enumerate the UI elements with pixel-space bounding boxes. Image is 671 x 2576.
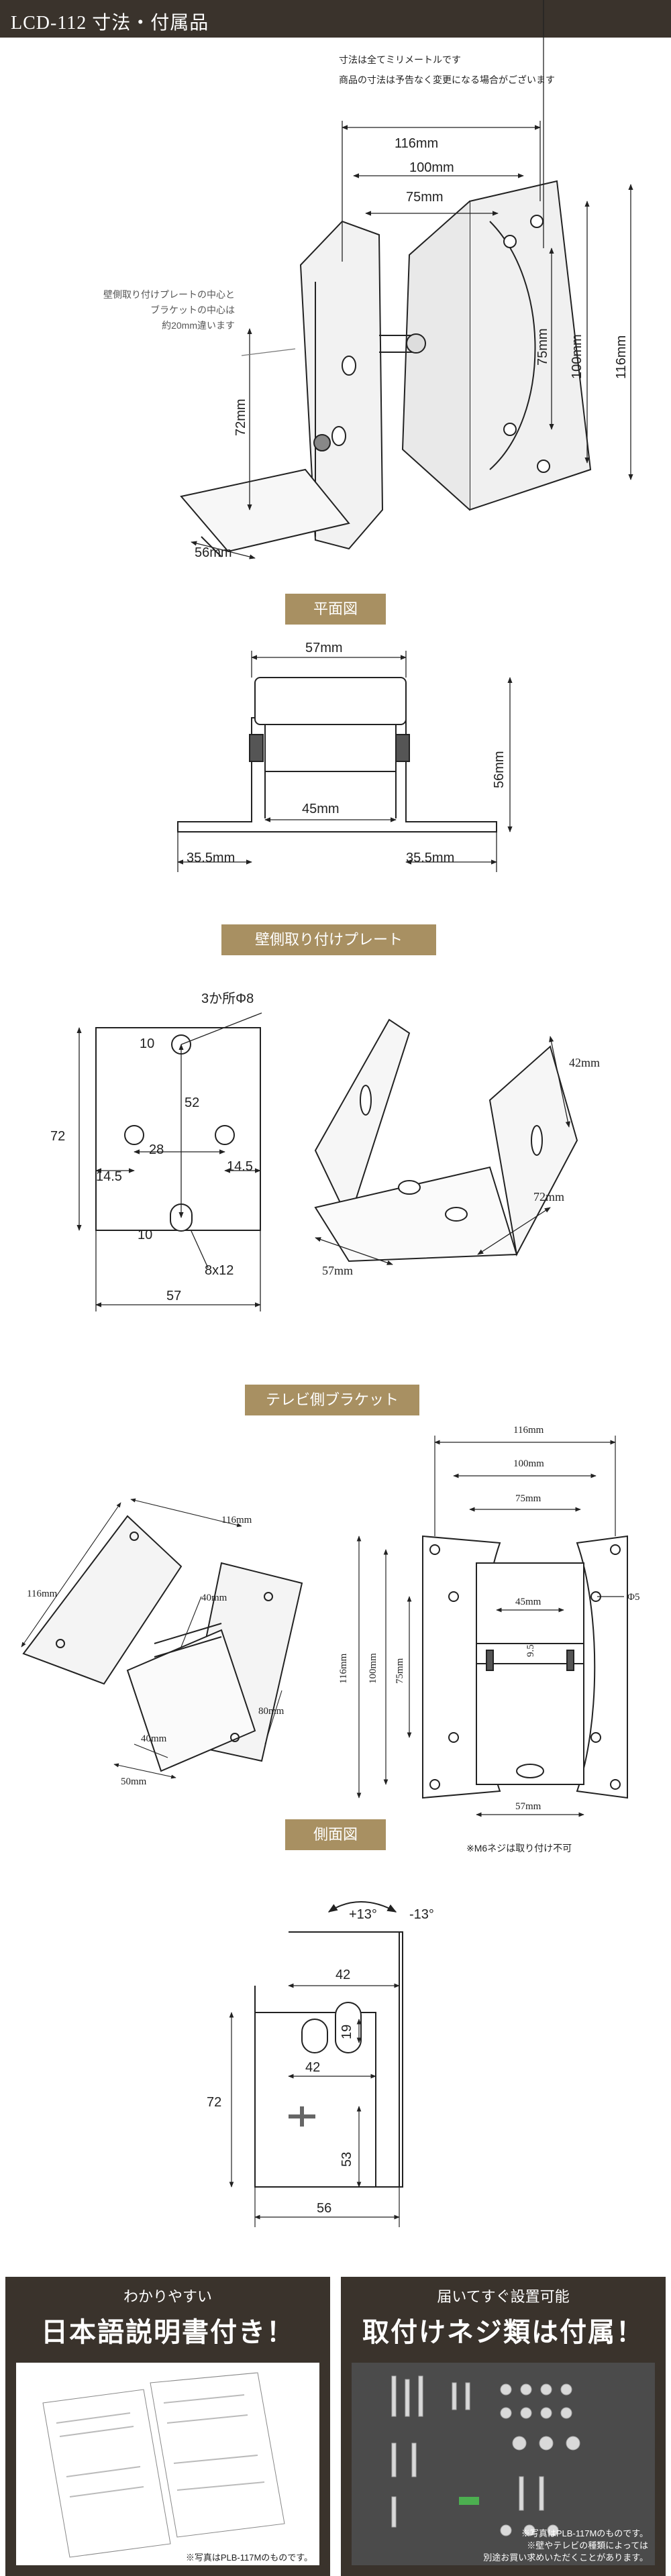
section-tv-bracket: テレビ側ブラケット [0,1385,671,1415]
dim-bracket-front-57: 57mm [515,1801,541,1812]
dim-wall-52: 52 [185,1095,199,1110]
note-change: 商品の寸法は予告なく変更になる場合がございます [339,74,555,85]
dim-wall-28: 28 [149,1142,164,1157]
side-angle-minus: -13° [409,1907,434,1922]
dim-side-19: 19 [340,2025,354,2039]
dim-bracket-front-100: 100mm [513,1458,544,1469]
dim-plan-right: 35.5mm [406,851,454,865]
dim-overview-75: 75mm [406,190,444,205]
dim-side-53: 53 [340,2152,354,2167]
dim-wall-iso-72: 72mm [533,1190,564,1203]
dim-bracket-front-9-5: 9.5 [525,1644,536,1657]
wall-plate-isometric-dims [315,1036,570,1265]
footer-screws-caption: ※写真はPLB-117Mのものです。 ※壁やテレビの種類によっては 別途お買い求… [483,2528,648,2564]
footer-manual-caption: ※写真はPLB-117Mのものです。 [185,2553,313,2563]
dim-bracket-iso-50: 50mm [121,1776,147,1787]
footer-manual-box: わかりやすい 日本語説明書付き！ ※写真はPLB-117Mのものです。 [5,2277,330,2576]
overview-isometric [180,180,592,557]
bracket-front-dims [356,1436,624,1817]
notes: 寸法は全てミリメートルです 商品の寸法は予告なく変更になる場合がございます [339,50,555,90]
dim-bracket-front-75: 75mm [515,1493,541,1504]
side-view-dims [229,1983,400,2227]
side-view [254,1901,403,2188]
section-wall-plate: 壁側取り付けプレート [0,924,671,955]
offset-callout: 壁側取り付けプレートの中心と ブラケットの中心は 約20mm違います [13,287,235,333]
dim-bracket-iso-116a: 116mm [221,1515,252,1525]
dim-overview-72: 72mm [234,398,248,436]
wall-plate-flat-dims [76,1012,262,1311]
callout-line: 約20mm違います [162,320,235,331]
page-header: LCD-112 寸法・付属品 [0,0,671,38]
section-side: 側面図 [0,1819,671,1850]
page-title: LCD-112 寸法・付属品 [11,13,209,34]
dim-overview-100: 100mm [409,160,454,175]
section-plan: 平面図 [0,594,671,625]
callout-line: ブラケットの中心は [150,305,235,315]
screws-illustration [391,2375,580,2536]
dim-side-72: 72 [207,2095,221,2110]
dim-bracket-iso-80: 80mm [258,1706,285,1717]
dim-wall-10b: 10 [138,1228,152,1242]
dim-side-56: 56 [317,2201,331,2216]
dim-overview-v75: 75mm [535,328,550,366]
dim-wall-iso-42: 42mm [569,1056,600,1069]
footer-manual-title: 日本語説明書付き！ [41,2317,295,2347]
dim-overview-v116: 116mm [614,335,629,379]
dim-wall-57: 57 [166,1289,181,1303]
section-plan-title: 平面図 [285,594,386,625]
dim-bracket-iso-116b: 116mm [27,1589,58,1599]
footer-screws-subtitle: 届いてすぐ設置可能 [437,2288,570,2305]
dim-wall-14-5a: 14.5 [96,1169,122,1184]
dim-bracket-front-45: 45mm [515,1597,541,1607]
side-angle-plus: +13° [349,1907,377,1922]
wall-plate-flat [95,1027,261,1232]
bracket-isometric [22,1515,303,1772]
footer-screws-title: 取付けネジ類は付属！ [362,2317,644,2347]
section-wall-plate-title: 壁側取り付けプレート [221,924,436,955]
dim-bracket-iso-40a: 40mm [201,1593,227,1603]
dim-plan-inner: 45mm [302,802,340,816]
overview-dimensions [191,0,633,559]
dim-side-42a: 42 [336,1968,350,1982]
callout-line: 壁側取り付けプレートの中心と [103,289,235,300]
note-units: 寸法は全てミリメートルです [339,54,461,65]
manual-illustration [42,2372,285,2558]
bracket-front [422,1535,628,1799]
dim-overview-v100: 100mm [570,334,584,379]
footer-screws-box: 届いてすぐ設置可能 取付けネジ類は付属！ ※写真はPLB-117Mのものです。 … [341,2277,666,2576]
bracket-isometric-dims [21,1498,282,1779]
footer-screws-caption-line: ※写真はPLB-117Mのものです。 [521,2528,648,2538]
dim-wall-holes: 3か所Φ8 [201,991,254,1006]
dim-plan-height: 56mm [492,751,507,788]
dim-bracket-iso-40b: 40mm [141,1733,167,1744]
dim-bracket-front-116: 116mm [513,1425,544,1436]
dim-side-42b: 42 [305,2060,320,2075]
dim-plan-top: 57mm [305,641,343,655]
dim-plan-left: 35.5mm [187,851,235,865]
dim-wall-14-5b: 14.5 [227,1159,253,1174]
screws-photo: ※写真はPLB-117Mのものです。 ※壁やテレビの種類によっては 別途お買い求… [352,2363,655,2565]
dim-overview-56: 56mm [195,545,232,560]
dim-bracket-front-v75: 75mm [395,1658,405,1684]
bracket-screw-note: ※M6ネジは取り付け不可 [466,1843,572,1854]
dim-wall-10a: 10 [140,1036,154,1051]
dim-bracket-front-v116: 116mm [338,1653,349,1684]
footer-manual-subtitle: わかりやすい [123,2288,212,2305]
dim-overview-116: 116mm [395,136,438,151]
dim-bracket-front-v100: 100mm [368,1653,378,1684]
dim-bracket-front-phi5: Φ5 [627,1592,639,1603]
plan-dimensions [177,651,513,872]
section-tv-bracket-title: テレビ側ブラケット [245,1385,419,1415]
footer-screws-caption-line: 別途お買い求めいただくことがあります。 [483,2553,648,2563]
dim-wall-slot: 8x12 [205,1263,234,1278]
dim-wall-iso-57: 57mm [322,1264,353,1277]
dim-wall-72: 72 [50,1129,65,1144]
plan-view [177,677,497,833]
technical-drawings: 116mm 100mm 75mm 75mm 100mm 116mm 72mm 5… [21,0,639,2227]
section-side-title: 側面図 [285,1819,386,1850]
manual-photo: ※写真はPLB-117Mのものです。 [16,2363,319,2565]
footer-screws-caption-line: ※壁やテレビの種類によっては [527,2540,648,2551]
wall-plate-isometric [314,1018,578,1263]
